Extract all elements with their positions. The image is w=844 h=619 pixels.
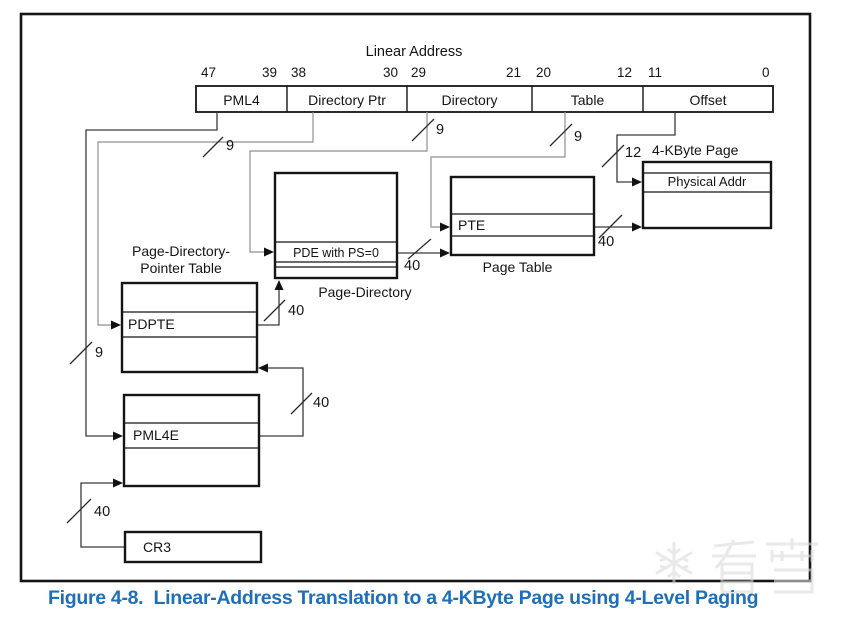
width-directory-9: 9 [436, 122, 445, 138]
pml4-table-box [122, 393, 261, 488]
table-bits-line [430, 112, 566, 228]
segment-directory-ptr: Directory Ptr [308, 92, 386, 108]
arrow-into-physical-addr [632, 177, 642, 187]
arrow-cr3-to-pml4-table [113, 478, 123, 488]
bit-label-21: 21 [506, 65, 522, 80]
segment-directory: Directory [441, 92, 498, 108]
4-kbyte-page-box [641, 160, 773, 230]
arrow-pde-to-page-table [440, 248, 450, 258]
segment-table: Table [570, 92, 605, 108]
pdpt-label-line2: Pointer Table [140, 260, 222, 276]
figure-frame [19, 12, 812, 583]
physical-addr-entry-label: Physical Addr [667, 174, 747, 189]
arrow-into-pml4e [113, 431, 123, 441]
slash-offset-12 [601, 144, 625, 168]
slash-directory-9 [411, 118, 435, 142]
slash-pte-40 [598, 214, 623, 239]
bit-label-0: 0 [762, 65, 770, 80]
arrow-pml4e-to-pdpt [258, 363, 268, 373]
4-kbyte-page-label: 4-KByte Page [652, 142, 739, 158]
linear-address-box [195, 85, 774, 113]
kanxue-watermark [648, 534, 844, 596]
pml4e-entry-label: PML4E [133, 427, 179, 443]
arrow-into-pte [440, 222, 450, 232]
bit-label-47: 47 [201, 65, 217, 80]
segment-offset: Offset [689, 92, 727, 108]
page-directory-box [273, 171, 399, 280]
arrow-pte-to-4k-page [632, 222, 642, 232]
directory-bits-line [249, 112, 428, 253]
pdpte-output-line [257, 290, 280, 326]
bus-width-slashes [66, 118, 625, 524]
arrowheads [111, 177, 642, 488]
cr3-output-line [80, 482, 125, 548]
page-directory-label: Page-Directory [318, 284, 412, 300]
pdpt-label: Page-Directory- Pointer Table [114, 243, 248, 277]
directory-ptr-bits-line [97, 112, 314, 326]
cr3-label: CR3 [143, 539, 172, 555]
width-pdpte-40: 40 [288, 303, 305, 319]
cr3-box [123, 530, 263, 564]
arrow-into-pdpte [111, 320, 121, 330]
figure-caption: Figure 4-8. Linear-Address Translation t… [48, 587, 759, 609]
width-cr3-40: 40 [94, 504, 111, 520]
pml4e-output-line [259, 367, 304, 437]
width-pml4-9: 9 [95, 345, 104, 361]
pde-entry-label: PDE with PS=0 [293, 246, 379, 260]
pdpt-label-line1: Page-Directory- [131, 243, 231, 259]
segment-pml4: PML4 [223, 92, 260, 108]
slash-pml4e-40 [290, 392, 313, 415]
width-pml4e-40: 40 [313, 395, 330, 411]
snowflake-icon [655, 538, 818, 594]
slash-dirptr-9 [202, 136, 224, 158]
slash-cr3-40 [66, 498, 92, 524]
bit-label-11: 11 [648, 65, 663, 80]
table-boxes [120, 160, 773, 564]
slash-pml4-9 [69, 341, 93, 365]
slash-table-9 [549, 123, 573, 147]
bit-label-30: 30 [383, 65, 399, 80]
arrow-into-pde [264, 247, 274, 257]
width-table-9: 9 [574, 129, 583, 145]
page-table-box [449, 175, 596, 257]
page-table-label: Page Table [482, 259, 553, 275]
offset-bits-line [616, 112, 676, 183]
bit-label-12: 12 [617, 65, 633, 80]
width-pde-40: 40 [404, 258, 421, 274]
slash-pdpte-40 [263, 299, 286, 322]
pdpte-entry-label: PDPTE [128, 316, 175, 332]
slash-pde-40 [407, 238, 432, 260]
width-dirptr-9: 9 [226, 138, 235, 154]
arrow-pdpte-to-page-directory [274, 280, 284, 290]
pdpt-box [120, 281, 259, 374]
bit-label-20: 20 [536, 65, 552, 80]
bit-label-39: 39 [262, 65, 278, 80]
pml4-bits-line [85, 112, 218, 437]
bit-label-29: 29 [411, 65, 427, 80]
width-offset-12: 12 [625, 145, 642, 161]
pte-entry-label: PTE [458, 217, 486, 233]
linear-address-title: Linear Address [365, 44, 463, 60]
connector-lines [80, 112, 676, 548]
bit-label-38: 38 [291, 65, 307, 80]
width-pte-40: 40 [598, 234, 615, 250]
